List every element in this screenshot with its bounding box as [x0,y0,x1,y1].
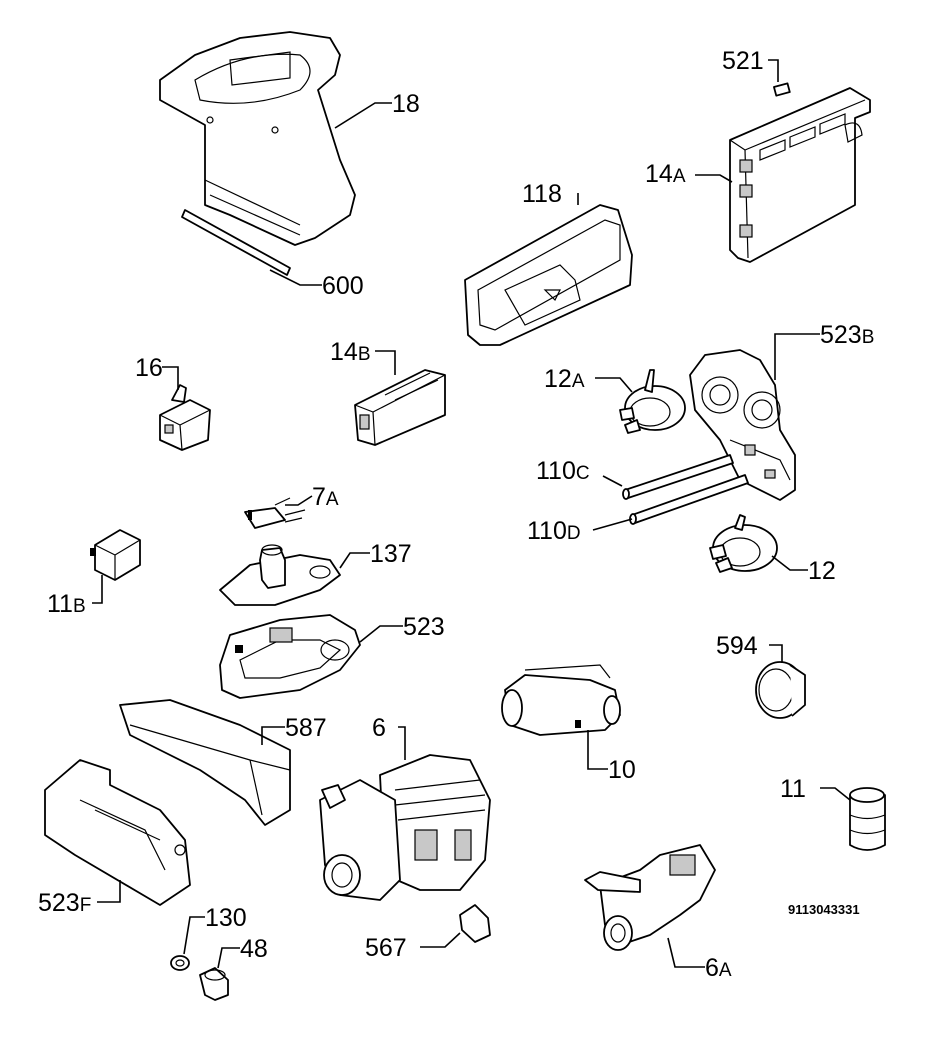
label-587: 587 [285,714,327,742]
label-523: 523 [403,613,445,641]
part-48-screw[interactable] [199,967,229,1001]
label-14b: 14B [330,338,371,366]
part-6-circulation-pump[interactable] [319,754,491,901]
label-110c: 110C [536,457,590,485]
label-11: 11 [780,775,806,803]
label-118: 118 [522,180,562,208]
part-523-manifold[interactable] [219,614,361,699]
label-594: 594 [716,632,758,660]
part-14a-electronic-module[interactable] [729,87,871,263]
part-594-cap[interactable] [755,661,806,719]
label-137: 137 [370,540,412,568]
part-130-washer[interactable] [170,955,190,971]
part-110c-tube[interactable] [622,454,734,500]
label-521: 521 [722,47,764,75]
part-7a-clip[interactable] [244,497,306,529]
part-137-cover[interactable] [219,544,341,606]
label-130: 130 [205,904,247,932]
label-12a: 12A [544,365,585,393]
part-11b-relay[interactable] [90,529,141,581]
part-6a-drain-pump[interactable] [584,844,716,951]
part-523f-housing[interactable] [44,759,191,906]
label-523f: 523F [38,889,91,917]
label-600: 600 [322,272,364,300]
label-10: 10 [608,756,636,784]
label-110d: 110D [527,517,581,545]
part-12a-pressure-switch[interactable] [619,369,686,434]
part-118-panel[interactable] [464,204,633,346]
label-11b: 11B [47,590,86,618]
part-12-pressure-switch[interactable] [709,514,778,573]
label-6a: 6A [705,954,732,982]
part-523b-manifold[interactable] [689,349,796,501]
part-16-switch[interactable] [159,384,211,451]
label-18: 18 [392,90,420,118]
part-587-baffle[interactable] [119,699,291,826]
label-6: 6 [372,714,386,742]
label-16: 16 [135,354,163,382]
part-labels: 18 600 521 14A 118 523B 14B 16 12A 110C … [38,47,874,982]
diagram-code: 9113043331 [788,902,860,917]
label-7a: 7A [312,483,339,511]
part-567-clip[interactable] [459,904,491,943]
part-11-capacitor[interactable] [849,787,886,851]
label-12: 12 [808,557,836,585]
part-10-heater[interactable] [501,664,621,736]
part-600-seal-strip[interactable] [181,209,291,276]
part-18-duct-cover[interactable] [159,31,356,246]
label-567: 567 [365,934,407,962]
part-521-clip[interactable] [773,82,791,97]
label-14a: 14A [645,160,686,188]
leader-lines [92,59,851,969]
label-523b: 523B [820,321,874,349]
label-48: 48 [240,935,268,963]
part-14b-module[interactable] [354,369,446,446]
